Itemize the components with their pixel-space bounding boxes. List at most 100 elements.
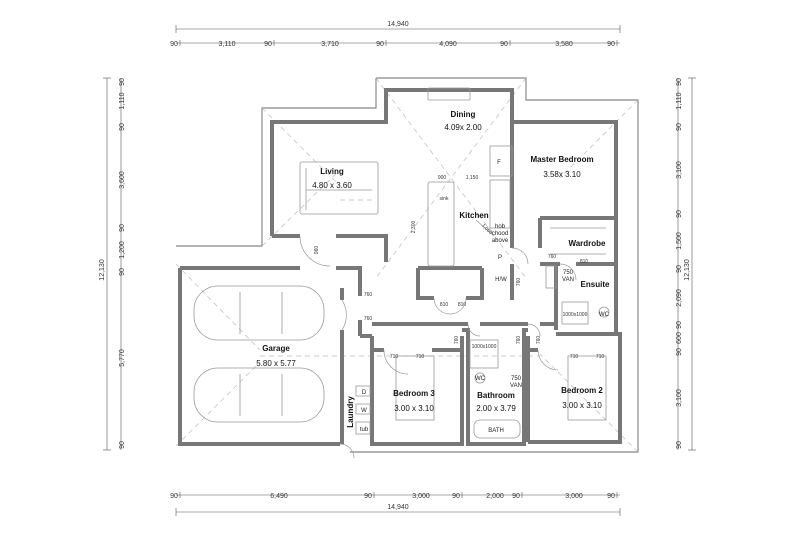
bottom-dim-6490: 6,490 [270,493,288,500]
label-hob: hob [495,224,506,230]
bottom-dimension-string: 90 6,490 90 3,000 90 2,000 90 3,000 90 1… [170,492,621,516]
door-960: 960 [314,246,320,255]
left-dim-90-5: 90 [119,441,126,449]
room-kitchen-name: Kitchen [459,211,488,220]
room-living-name: Living [320,167,344,176]
door-810-b: 810 [458,302,467,308]
right-dim-90-6: 90 [676,348,683,356]
left-dim-1200: 1,200 [119,241,126,259]
label-fridge: F [497,160,501,166]
label-ensuite-van: VAN [562,277,574,283]
bottom-dim-3000-b: 3,000 [565,493,583,500]
top-dim-90-3: 90 [376,41,384,48]
bottom-dim-2000: 2,000 [486,493,504,500]
room-ensuite-name: Ensuite [581,280,610,289]
room-master-name: Master Bedroom [530,155,593,164]
fixture-labels: sink hob chood above F P H/W 900 1,150 2… [314,160,610,434]
left-dimension-string: 12,130 90 1,110 90 3,600 90 1,200 90 5,7… [99,77,126,451]
right-dim-1110: 1,110 [676,92,683,109]
left-dim-90-3: 90 [119,224,126,232]
room-dining-name: Dining [451,110,476,119]
right-dim-90-5: 90 [676,321,683,329]
label-bath-750: 750 [511,376,522,382]
label-bath-tub: BATH [488,428,504,434]
door-760-bed2: 760 [536,336,542,345]
door-760-wardrobe: 760 [548,254,557,260]
room-wardrobe-name: Wardrobe [568,239,606,248]
top-dimension-string: 14,940 90 3,110 90 3,710 90 4,090 90 3,5… [170,21,621,48]
door-760-garage: 760 [364,292,373,298]
label-kitchen-1150: 1,150 [466,175,479,181]
right-dim-90-3: 90 [676,210,683,218]
room-garage-size: 5.80 x 5.77 [256,359,296,368]
room-bathroom-name: Bathroom [477,391,515,400]
walls [178,88,622,446]
bottom-dim-90-2: 90 [364,493,372,500]
room-master-size: 3.58x 3.10 [543,170,581,179]
door-760-hall: 760 [454,336,460,345]
room-dining-size: 4.09x 2.00 [444,123,482,132]
top-overall-dimension: 14,940 [387,21,409,28]
room-bed3-name: Bedroom 3 [393,389,435,398]
label-chood: chood [492,231,508,237]
label-laundry-washer: W [361,408,367,414]
door-760-entry: 760 [364,316,373,322]
top-dim-90-2: 90 [264,41,272,48]
left-dim-1110: 1,110 [119,92,126,109]
label-laundry-tub: tub [360,427,369,433]
room-labels: Dining 4.09x 2.00 Living 4.80 x 3.60 Kit… [256,110,610,428]
door-swings [299,235,577,459]
label-ensuite-shower: 1000x1000 [563,312,588,318]
left-dim-5770: 5,770 [119,349,126,367]
bottom-dim-3000-a: 3,000 [412,493,430,500]
right-dim-2090: 2,090 [676,289,683,307]
label-hot-water: H/W [495,277,507,283]
door-710-b: 710 [416,354,425,360]
bottom-dim-90-3: 90 [452,493,460,500]
top-dim-3110: 3,110 [219,41,236,48]
door-710-c: 710 [570,354,579,360]
left-dim-90-2: 90 [119,123,126,131]
label-bath-shower: 1000x1000 [472,344,497,350]
label-pantry: P [498,255,502,261]
right-overall-dimension: 12,130 [684,259,691,281]
door-760-bath: 760 [516,336,522,345]
room-bathroom-size: 2.00 x 3.79 [476,404,516,413]
right-dim-90-4: 90 [676,265,683,273]
top-dim-90-5: 90 [607,41,615,48]
top-dim-3580: 3,580 [555,41,573,48]
left-overall-dimension: 12,130 [99,259,106,281]
room-bed2-size: 3.00 x 3.10 [562,401,602,410]
room-garage-name: Garage [262,344,290,353]
top-dim-3710: 3,710 [321,41,339,48]
fixtures [193,87,610,439]
label-kitchen-900: 900 [438,175,447,181]
right-dimension-string: 90 1,110 90 3,100 90 1,500 90 2,090 90 6… [676,77,696,451]
right-dim-3100: 3,100 [676,161,683,179]
label-kitchen-2300: 2,300 [411,221,417,234]
right-dim-90-7: 90 [676,441,683,449]
door-710-d: 710 [596,354,605,360]
room-living-size: 4.80 x 3.60 [312,181,352,190]
label-sink: sink [440,196,449,202]
room-bed2-name: Bedroom 2 [561,386,603,395]
door-810-wardrobe: 810 [580,259,589,265]
label-bath-wc: WC [475,376,486,382]
bottom-dim-90-1: 90 [170,493,178,500]
door-810-a: 810 [440,302,449,308]
label-laundry-dryer: D [362,390,367,396]
right-dim-1500: 1,500 [676,232,683,250]
door-710-a: 710 [390,354,399,360]
left-dim-90-4: 90 [119,268,126,276]
bottom-overall-dimension: 14,940 [387,504,409,511]
label-ensuite-wc: WC [599,312,610,318]
room-bed3-size: 3.00 x 3.10 [394,404,434,413]
right-dim-90-2: 90 [676,123,683,131]
right-dim-3100-b: 3,100 [676,389,683,407]
door-760-hw: 760 [516,278,522,287]
bottom-dim-90-4: 90 [512,493,520,500]
label-above: above [492,238,509,244]
right-dim-600: 600 [676,332,683,344]
left-dim-90-1: 90 [119,78,126,86]
